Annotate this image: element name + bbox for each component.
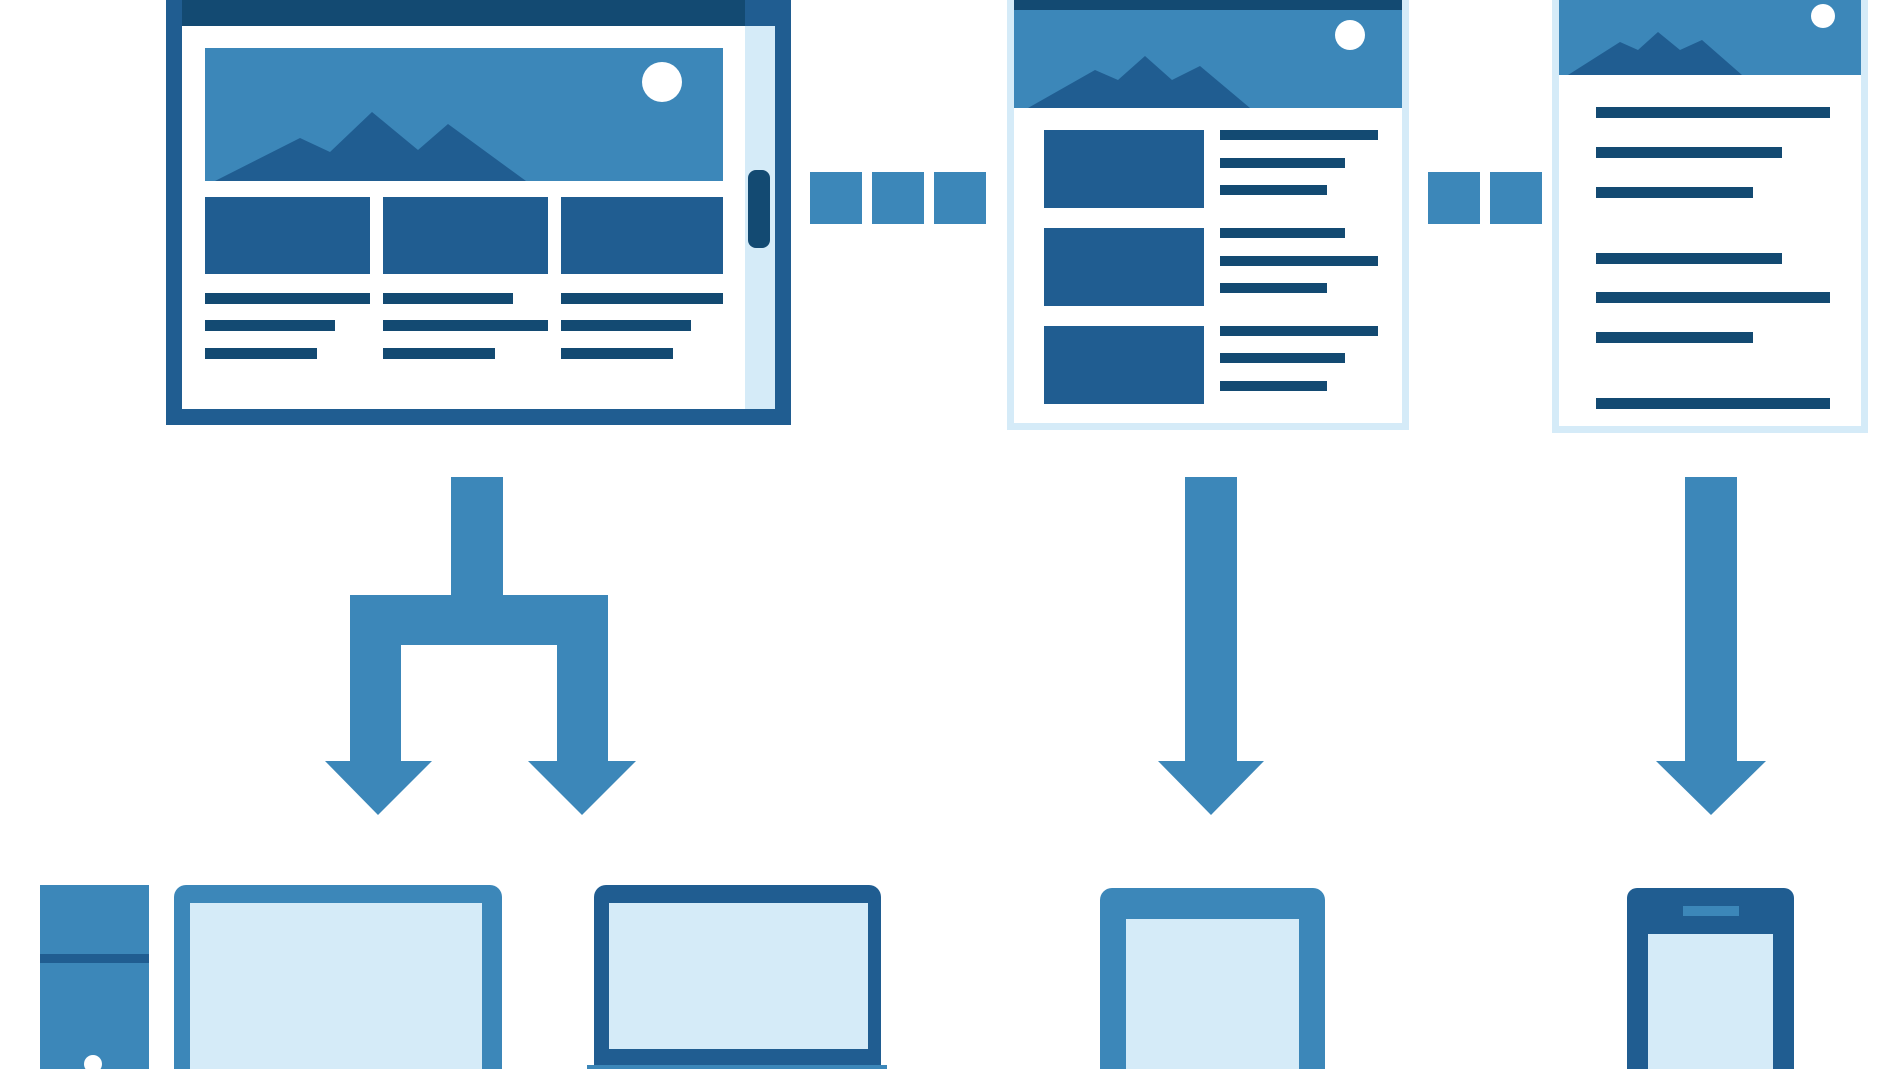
hero-image-icon — [1014, 10, 1402, 108]
split-arrow — [325, 477, 636, 815]
connector-dots — [1428, 172, 1542, 224]
content-block — [1044, 326, 1204, 404]
text-lines — [205, 293, 723, 359]
desktop-layout-wireframe — [166, 0, 791, 425]
hero-image-icon — [1559, 0, 1861, 75]
tablet-layout-title-bar — [1014, 0, 1402, 10]
connector-dots — [810, 172, 986, 224]
desktop-layout-scroll-thumb — [748, 170, 770, 248]
laptop-icon — [587, 885, 887, 1069]
content-block — [205, 197, 370, 274]
content-block — [561, 197, 723, 274]
content-block — [383, 197, 548, 274]
monitor-icon — [174, 885, 502, 1069]
text-lines — [1596, 107, 1830, 409]
content-block — [1044, 228, 1204, 306]
content-block — [1044, 130, 1204, 208]
down-arrow — [1656, 477, 1766, 815]
phone-icon — [1627, 888, 1794, 1069]
text-lines — [1220, 130, 1378, 391]
mobile-layout-wireframe — [1552, 0, 1868, 433]
desktop-tower-icon — [40, 885, 149, 1069]
hero-image-icon — [205, 48, 723, 181]
desktop-layout-title-bar — [182, 0, 745, 26]
tablet-layout-wireframe — [1007, 0, 1409, 430]
down-arrow — [1158, 477, 1264, 815]
tablet-icon — [1100, 888, 1325, 1069]
